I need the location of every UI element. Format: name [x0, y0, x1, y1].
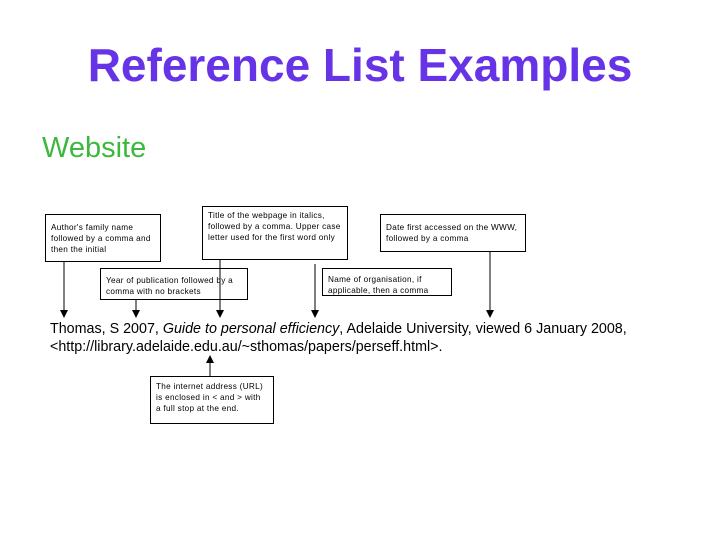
citation-italic-title: Guide to personal efficiency: [162, 321, 340, 337]
annotation-page-title: Title of the webpage in italics, followe…: [202, 206, 348, 260]
page-title: Reference List Examples: [87, 39, 633, 91]
annotation-year: Year of publication followed by a comma …: [100, 268, 248, 300]
annotation-author: Author's family name followed by a comma…: [45, 214, 161, 262]
citation-rest: , Adelaide University, viewed 6 January …: [50, 321, 627, 355]
citation-author-year: Thomas, S 2007,: [50, 321, 163, 337]
section-heading-website: Website: [42, 132, 147, 164]
annotation-url: The internet address (URL) is enclosed i…: [150, 376, 274, 424]
annotation-date-accessed: Date first accessed on the WWW, followed…: [380, 214, 526, 252]
citation-example: Thomas, S 2007, Guide to personal effici…: [50, 320, 690, 356]
annotation-organisation: Name of organisation, if applicable, the…: [322, 268, 452, 296]
